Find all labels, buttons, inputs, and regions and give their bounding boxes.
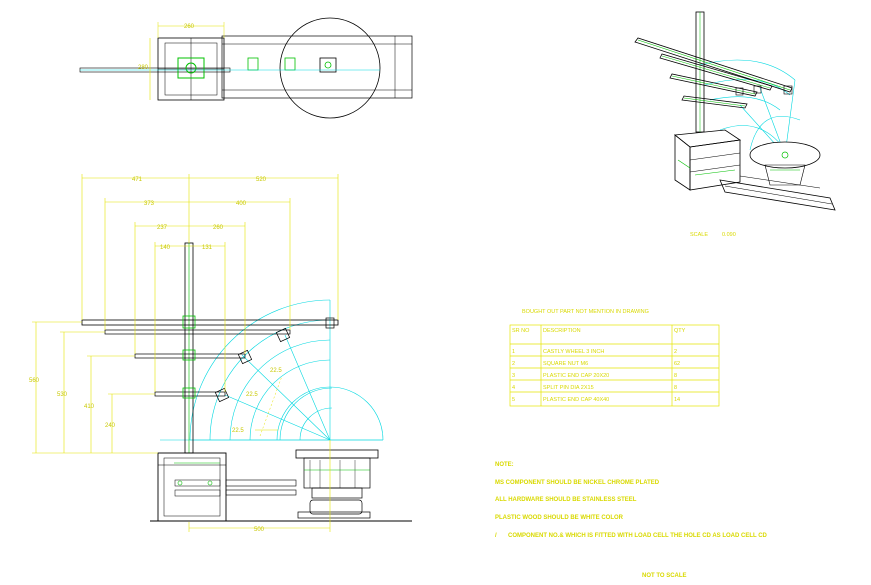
bom-row-sr: 2 xyxy=(512,361,515,367)
iso-rail xyxy=(719,179,836,211)
front-view-turntable xyxy=(295,449,379,459)
iso-turntable xyxy=(749,141,821,169)
note-slash: / xyxy=(495,533,497,539)
front-view: 471 520 373 400 237 260 140 131 500 560 … xyxy=(29,174,412,533)
front-dim-520: 520 xyxy=(256,177,267,183)
bom-header-qty: QTY xyxy=(674,328,686,334)
front-view-swing-arcs xyxy=(160,299,384,441)
front-dim-260: 260 xyxy=(213,225,224,231)
note-line-1: MS COMPONENT SHOULD BE NICKEL CHROME PLA… xyxy=(495,480,660,486)
front-dim-131: 131 xyxy=(202,245,213,251)
front-dim-410: 410 xyxy=(84,404,95,410)
front-view-arm-4 xyxy=(154,391,226,397)
bom-row-qty: 8 xyxy=(674,385,677,391)
notes-heading: NOTE: xyxy=(495,462,514,468)
front-dim-237: 237 xyxy=(157,225,168,231)
not-to-scale-label: NOT TO SCALE xyxy=(642,573,687,579)
iso-scale-label: SCALE xyxy=(690,232,708,238)
front-view-vertical-dimensions xyxy=(32,321,158,454)
bom-row-desc: PLASTIC END CAP 20X20 xyxy=(543,373,609,379)
bom-table: BOUGHT OUT PART NOT MENTION IN DRAWING S… xyxy=(509,309,720,407)
bom-title: BOUGHT OUT PART NOT MENTION IN DRAWING xyxy=(522,309,649,315)
top-view-dim-height: 280 xyxy=(138,65,149,71)
bom-header-desc: DESCRIPTION xyxy=(543,328,581,334)
front-dim-240: 240 xyxy=(105,423,116,429)
bom-row-qty: 8 xyxy=(674,373,677,379)
note-line-3: PLASTIC WOOD SHOULD BE WHITE COLOR xyxy=(495,515,624,521)
front-angle-2: 22.5 xyxy=(246,392,258,398)
bom-row-sr: 3 xyxy=(512,373,515,379)
front-dim-560: 560 xyxy=(29,378,40,384)
front-view-arm-1 xyxy=(81,319,339,326)
front-view-horizontal-dimensions xyxy=(81,174,339,532)
top-view-rail-frame xyxy=(221,35,413,99)
bom-row-desc: CASTLY WHEEL 3 INCH xyxy=(543,349,604,355)
bom-row-qty: 14 xyxy=(674,397,680,403)
front-dim-base: 500 xyxy=(254,527,265,533)
iso-scale-value: 0.090 xyxy=(722,232,736,238)
note-line-2: ALL HARDWARE SHOULD BE STAINLESS STEEL xyxy=(495,497,637,503)
front-dim-400: 400 xyxy=(236,201,247,207)
iso-view: SCALE 0.090 xyxy=(634,11,836,238)
bom-row-desc: PLASTIC END CAP 40X40 xyxy=(543,397,609,403)
front-dim-530: 530 xyxy=(57,392,68,398)
front-angle-1: 22.5 xyxy=(270,368,282,374)
bom-row-desc: SPLIT PIN DIA 2X15 xyxy=(543,385,594,391)
top-view: 260 280 xyxy=(79,17,413,119)
top-view-dim-width: 260 xyxy=(184,24,195,30)
bom-row-qty: 62 xyxy=(674,361,680,367)
bom-row-sr: 4 xyxy=(512,385,515,391)
notes-block: NOTE: MS COMPONENT SHOULD BE NICKEL CHRO… xyxy=(495,462,768,539)
bom-row-desc: SQUARE NUT M6 xyxy=(543,361,588,367)
bom-row-sr: 1 xyxy=(512,349,515,355)
front-dim-140: 140 xyxy=(160,245,171,251)
front-view-arm-2 xyxy=(104,329,291,335)
front-view-arm-3 xyxy=(134,353,246,359)
note-line-4: COMPONENT NO.& WHICH IS FITTED WITH LOAD… xyxy=(508,533,768,539)
front-angle-3: 22.5 xyxy=(232,428,244,434)
iso-base-box xyxy=(689,139,741,191)
bom-row-sr: 5 xyxy=(512,397,515,403)
bom-row-qty: 2 xyxy=(674,349,677,355)
bom-header-sr: SR NO xyxy=(512,328,530,334)
front-dim-471: 471 xyxy=(132,177,143,183)
top-view-turntable-circle xyxy=(279,17,381,119)
front-dim-373: 373 xyxy=(144,201,155,207)
